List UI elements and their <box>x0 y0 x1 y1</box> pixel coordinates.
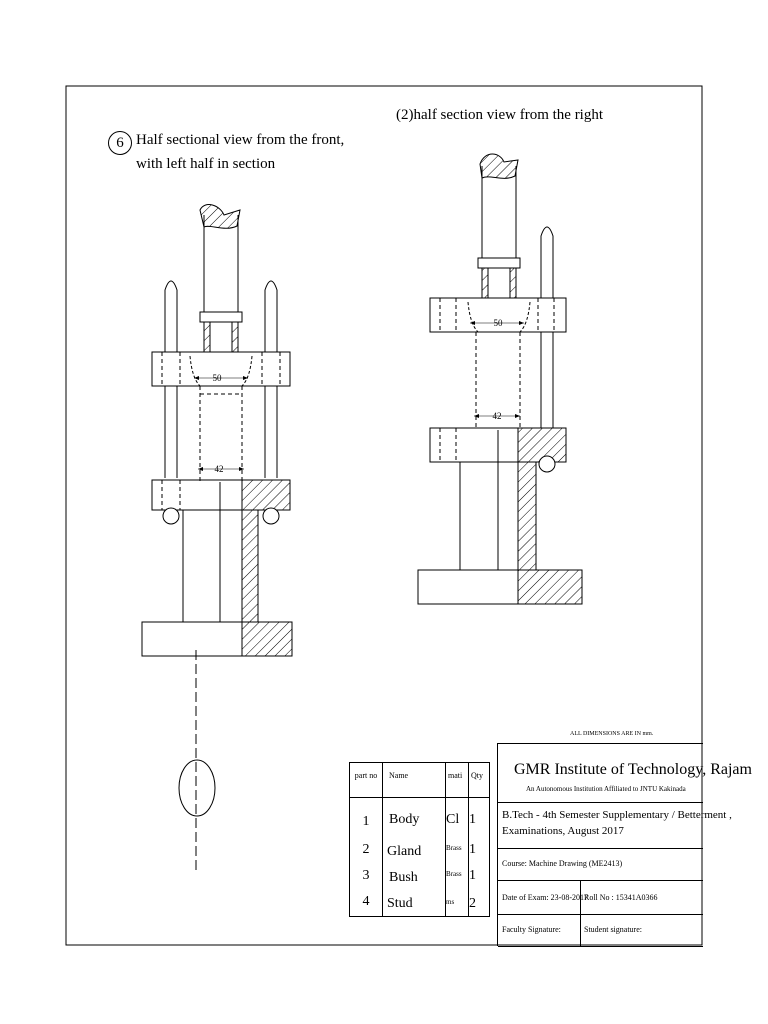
course-name: Course: Machine Drawing (ME2413) <box>502 859 623 868</box>
right-view <box>417 153 583 605</box>
signature-row: Faculty Signature: Student signature: <box>498 914 703 947</box>
part-no: 1 <box>362 814 370 829</box>
part-name: Stud <box>387 896 413 911</box>
part-no: 4 <box>362 894 370 909</box>
course-info: Course: Machine Drawing (ME2413) <box>498 848 703 881</box>
exam-date-row: Date of Exam: 23-08-2017 Roll No : 15341… <box>498 880 703 915</box>
exam-line2: Examinations, August 2017 <box>502 825 624 837</box>
part-material: Brass <box>446 844 462 852</box>
parts-table: part no Name mati Qty 1 2 3 4 Body Gland… <box>349 762 490 917</box>
institute-name: GMR Institute of Technology, Rajam <box>514 761 752 778</box>
exam-date: Date of Exam: 23-08-2017 <box>502 893 588 902</box>
exam-line1: B.Tech - 4th Semester Supplementary / Be… <box>502 809 732 821</box>
header-material: mati <box>445 762 469 798</box>
title-block-header: GMR Institute of Technology, Rajam An Au… <box>498 744 752 803</box>
sheet-border <box>65 85 703 946</box>
part-no: 3 <box>362 868 370 883</box>
part-qty: 2 <box>469 896 476 911</box>
parts-table-body: 1 2 3 4 Body Gland Bush Stud Cl Brass Br… <box>349 797 490 917</box>
header-qty: Qty <box>468 762 490 798</box>
faculty-signature: Faculty Signature: <box>502 925 561 934</box>
dimension-note: ALL DIMENSIONS ARE IN mm. <box>570 731 654 737</box>
part-qty: 1 <box>469 842 476 857</box>
title-block: GMR Institute of Technology, Rajam An Au… <box>497 743 752 947</box>
part-qty: 1 <box>469 812 476 827</box>
front-view-title-line1: Half sectional view from the front, <box>136 132 345 148</box>
institute-affiliation: An Autonomous Institution Affiliated to … <box>526 785 686 793</box>
front-dim-inner: 42 <box>215 464 224 474</box>
part-material: Cl <box>446 812 460 827</box>
part-name: Gland <box>387 844 422 859</box>
part-name: Body <box>389 812 420 827</box>
right-view-title: (2)half section view from the right <box>396 107 604 123</box>
front-view <box>141 204 293 870</box>
roll-number: Roll No : 15341A0366 <box>584 893 658 902</box>
part-material: Brass <box>446 870 462 878</box>
student-signature: Student signature: <box>584 925 642 934</box>
part-no: 2 <box>362 842 370 857</box>
part-material: ms <box>446 898 455 906</box>
header-name: Name <box>382 762 446 798</box>
front-view-title: Half sectional view from the front, with… <box>136 128 344 176</box>
part-name: Bush <box>389 870 418 885</box>
part-qty: 1 <box>469 868 476 883</box>
front-dim-outer: 50 <box>213 373 223 383</box>
view-number-badge: 6 <box>108 131 132 155</box>
parts-table-header: part no Name mati Qty <box>349 762 490 798</box>
front-view-title-line2: with left half in section <box>136 156 276 172</box>
right-dim-inner: 42 <box>493 411 502 421</box>
header-part-no: part no <box>349 762 383 798</box>
exam-info: B.Tech - 4th Semester Supplementary / Be… <box>498 802 732 849</box>
right-dim-outer: 50 <box>494 318 504 328</box>
